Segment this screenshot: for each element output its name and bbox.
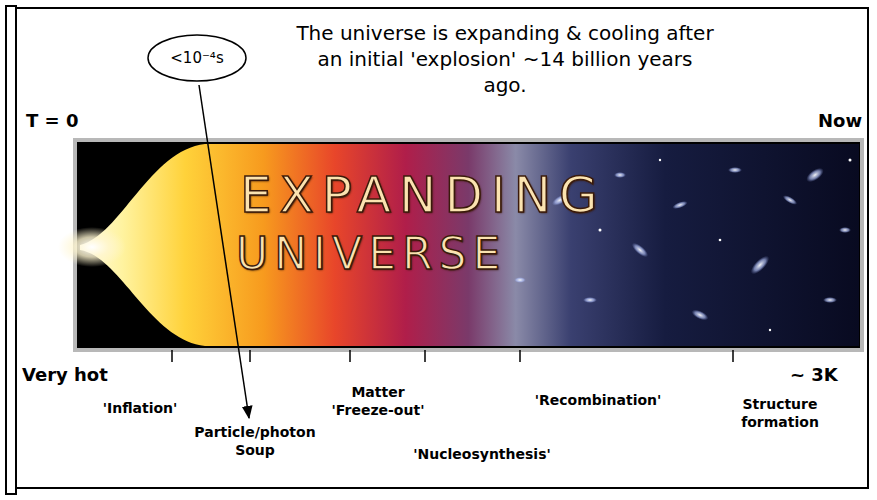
epoch-label: Particle/photon Soup (185, 424, 325, 459)
temperature-label: Very hot (22, 364, 108, 387)
epoch-label: Structure formation (730, 396, 830, 431)
epoch-label: 'Recombination' (535, 392, 662, 410)
temperature-label: ~ 3K (790, 364, 838, 387)
axis-start-label: T = 0 (26, 110, 78, 133)
diagram-title: The universe is expanding & cooling afte… (295, 20, 715, 98)
band-title: UNIVERSE (236, 230, 506, 278)
expansion-cone (80, 144, 859, 346)
axis-end-label: Now (818, 110, 862, 133)
time-label: <10⁻⁴s (170, 49, 223, 67)
epoch-label: Matter 'Freeze-out' (318, 384, 438, 419)
outer-frame (16, 8, 868, 488)
epoch-label: 'Nucleosynthesis' (413, 446, 551, 464)
universe-band (75, 140, 862, 350)
time-ticks (172, 350, 733, 362)
band-title: EXPANDING (240, 168, 606, 223)
epoch-label: 'Inflation' (103, 400, 178, 418)
side-bar (6, 6, 16, 494)
time-bubble: <10⁻⁴s (147, 34, 247, 82)
big-bang-glow (58, 227, 126, 267)
